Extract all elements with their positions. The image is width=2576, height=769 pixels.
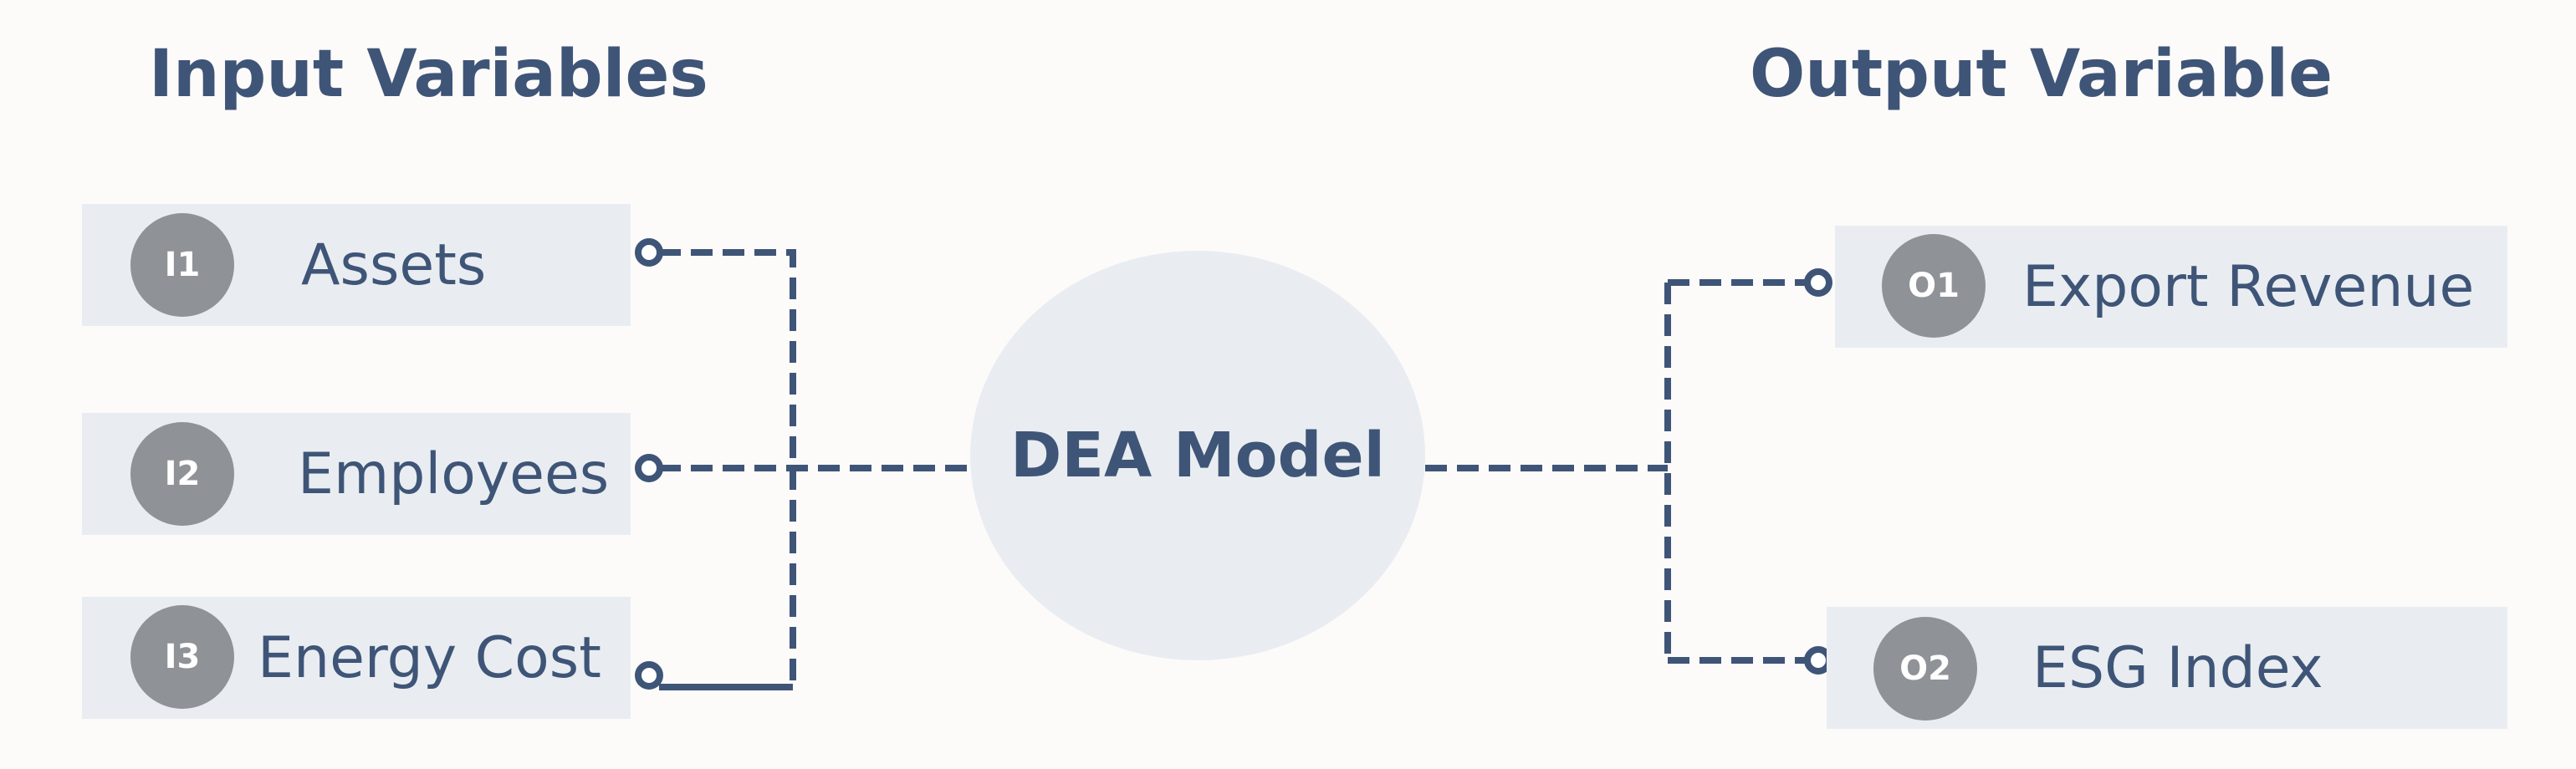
connector-dot-i1: [635, 238, 663, 267]
input-label-energy-cost: Energy Cost: [258, 625, 601, 691]
output-label-esg-index: ESG Index: [2032, 635, 2323, 701]
output-badge-o1: O1: [1882, 234, 1986, 338]
output-label-export-revenue: Export Revenue: [2022, 254, 2475, 320]
dea-model-label: DEA Model: [1009, 420, 1385, 491]
connector-dot-o1: [1804, 268, 1832, 297]
input-badge-i1: I1: [130, 213, 234, 317]
output-item-export-revenue: O1 Export Revenue: [1835, 226, 2507, 348]
output-heading: Output Variable: [1750, 37, 2333, 112]
input-label-employees: Employees: [298, 441, 610, 507]
input-badge-i2: I2: [130, 422, 234, 526]
connector-dot-i3: [635, 661, 663, 690]
input-label-assets: Assets: [301, 232, 487, 298]
input-badge-i3: I3: [130, 605, 234, 709]
input-item-employees: I2 Employees: [82, 413, 631, 535]
output-badge-o2: O2: [1873, 617, 1977, 721]
connector-dot-i2: [635, 454, 663, 482]
output-item-esg-index: O2 ESG Index: [1827, 607, 2507, 729]
input-heading: Input Variables: [149, 37, 708, 112]
input-item-energy-cost: I3 Energy Cost: [82, 597, 631, 719]
input-item-assets: I1 Assets: [82, 204, 631, 326]
dea-model-node: DEA Model: [970, 251, 1425, 660]
